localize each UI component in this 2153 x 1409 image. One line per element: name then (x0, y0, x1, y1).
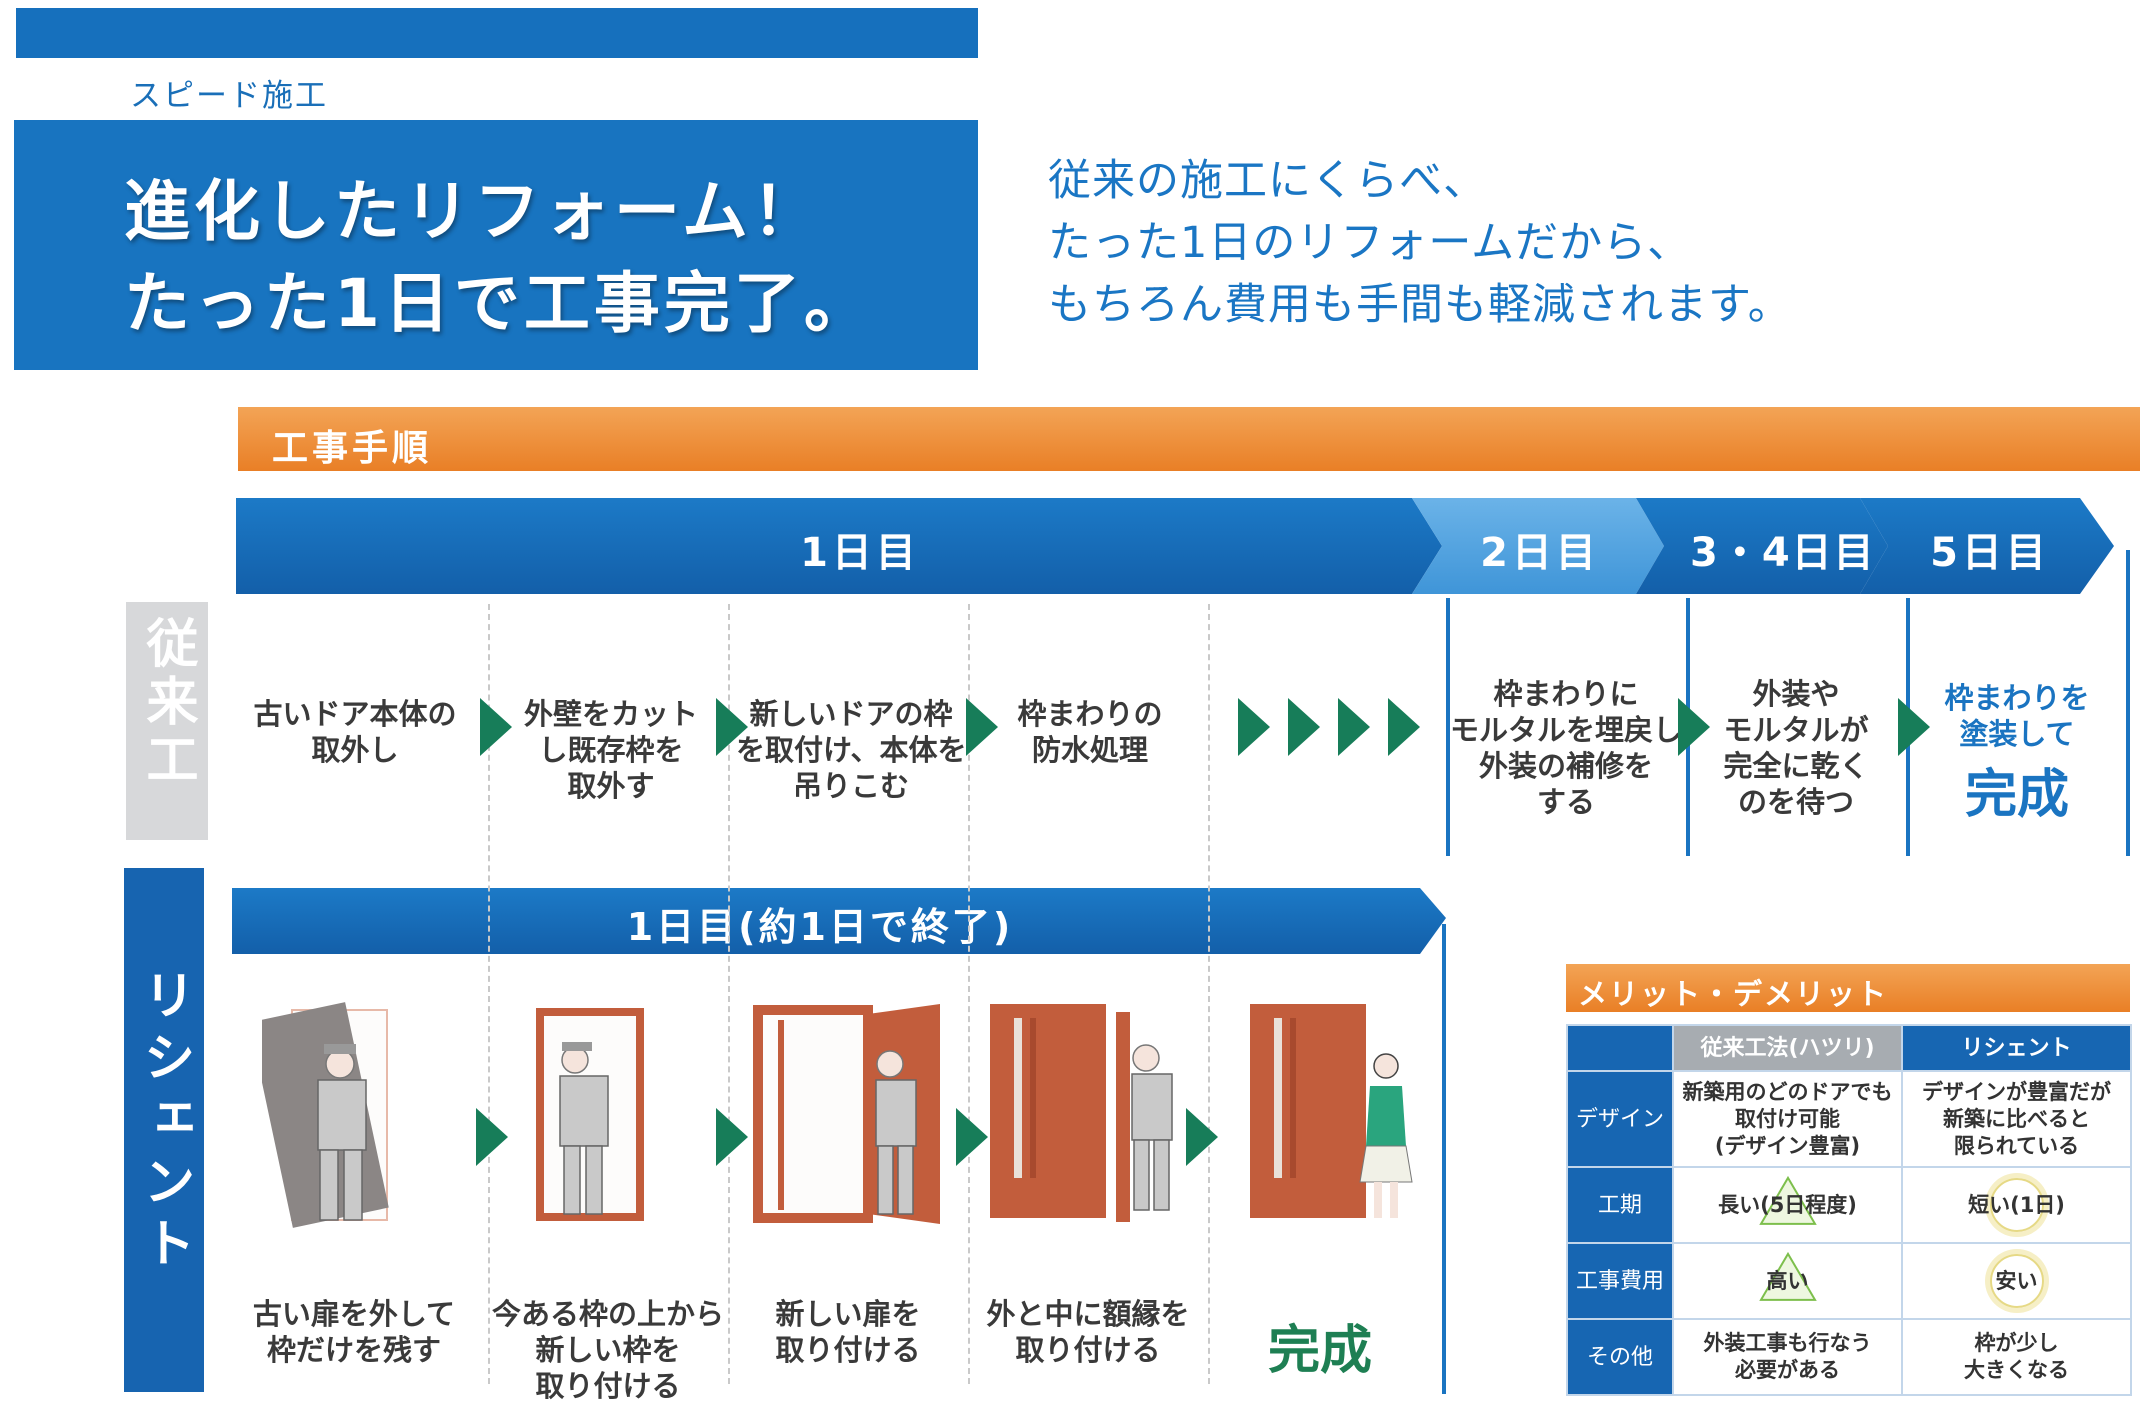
circle-mark-icon (1989, 1254, 2044, 1308)
column-divider (488, 604, 490, 1384)
conv-complete-label: 完成 (1964, 765, 2069, 825)
step-arrow-icon (716, 698, 748, 756)
table-row: その他 外装工事も行なう 必要がある 枠が少し 大きくなる (1566, 1318, 2132, 1396)
conv-step-2: 外壁をカット し既存枠を 取外す (523, 697, 698, 803)
recent-day-label: 1日目(約1日で終了) (626, 905, 1014, 949)
headline-line-1: 進化したリフォーム！ (124, 173, 823, 250)
recent-end-line (1442, 924, 1446, 1394)
recent-step-3: 新しい扉を 取り付ける (775, 1297, 921, 1367)
triangle-mark-icon (1758, 1175, 1817, 1225)
conv-step-3: 新しいドアの枠 を取付け、本体を 吊りこむ (736, 697, 967, 803)
cell-rec-design: デザインが豊富だが 新築に比べると 限られている (1901, 1070, 2132, 1168)
step-arrow-icon (1388, 698, 1420, 756)
intro-line-3: もちろん費用も手間も軽減されます。 (1048, 280, 1792, 330)
recent-step-1: 古い扉を外して 枠だけを残す (252, 1297, 456, 1367)
step-arrow-icon (476, 1108, 508, 1166)
day5-label: 5日目 (1930, 530, 2050, 576)
day5-arrow (1860, 498, 2114, 594)
merit-demerit-header: メリット・デメリット (1566, 964, 2130, 1012)
install-trim-illustration-icon (990, 1004, 1173, 1222)
merit-demerit-table: 従来工法(ハツリ) リシェント デザイン 新築用のどのドアでも 取付け可能 (デ… (1566, 1024, 2132, 1396)
cell-rec-other: 枠が少し 大きくなる (1901, 1318, 2132, 1396)
cell-rec-cost: 安い (1901, 1242, 2132, 1320)
process-header-bar: 工事手順 (238, 407, 2140, 471)
step-arrow-icon (1238, 698, 1270, 756)
cell-conv-other: 外装工事も行なう 必要がある (1672, 1318, 1903, 1396)
conv-step-6: 外装や モルタルが 完全に乾く のを待つ (1723, 677, 1869, 819)
cell-conv-cost: 高い (1672, 1242, 1903, 1320)
recent-step-4: 外と中に額縁を 取り付ける (986, 1297, 1190, 1367)
column-divider (1208, 604, 1210, 1384)
conv-step-4: 枠まわりの 防水処理 (1017, 697, 1163, 767)
conventional-method-label: 従来工法 (55, 602, 208, 840)
step-arrow-icon (1186, 1108, 1218, 1166)
recent-step-2: 今ある枠の上から 新しい枠を 取り付ける (491, 1297, 724, 1403)
table-row: 工期 長い(5日程度) 短い(1日) (1566, 1166, 2132, 1244)
cell-conv-period: 長い(5日程度) (1672, 1166, 1903, 1244)
row-header-other: その他 (1566, 1318, 1674, 1396)
step-arrow-icon (480, 698, 512, 756)
table-corner (1566, 1024, 1674, 1072)
column-divider (968, 604, 970, 1384)
conv-step-5: 枠まわりに モルタルを埋戻し 外装の補修を する (1449, 677, 1682, 819)
intro-line-2: たった1日のリフォームだから、 (1048, 218, 1692, 268)
step-arrow-icon (1898, 698, 1930, 756)
recent-complete-label: 完成 (1268, 1321, 1373, 1381)
column-divider (728, 604, 730, 1384)
intro-text: 従来の施工にくらべ、 たった1日のリフォームだから、 もちろん費用も手間も軽減さ… (1048, 150, 1792, 336)
day1-label: 1日目 (800, 530, 920, 576)
column-header-conventional: 従来工法(ハツリ) (1672, 1024, 1903, 1072)
step-arrow-icon (966, 698, 998, 756)
column-header-recent: リシェント (1901, 1024, 2132, 1072)
cell-rec-period: 短い(1日) (1901, 1166, 2132, 1244)
day1-arrow (236, 498, 1442, 594)
remove-old-door-illustration-icon (262, 1002, 389, 1228)
conv-step-7: 枠まわりを 塗装して (1944, 681, 2090, 751)
recent-method-label: リシェント (124, 868, 204, 1392)
day2-label: 2日目 (1480, 530, 1600, 576)
process-title: 工事手順 (272, 428, 433, 469)
step-arrow-icon (716, 1108, 748, 1166)
step-arrow-icon (956, 1108, 988, 1166)
intro-line-1: 従来の施工にくらべ、 (1048, 156, 1488, 206)
row-header-cost: 工事費用 (1566, 1242, 1674, 1320)
step-arrow-icon (1338, 698, 1370, 756)
completed-door-illustration-icon (1250, 1004, 1413, 1218)
table-row: デザイン 新築用のどのドアでも 取付け可能 (デザイン豊富) デザインが豊富だが… (1566, 1070, 2132, 1168)
speed-construction-label: スピード施工 (130, 78, 328, 114)
cell-conv-design: 新築用のどのドアでも 取付け可能 (デザイン豊富) (1672, 1070, 1903, 1168)
triangle-mark-icon (1758, 1251, 1817, 1301)
day34-label: 3・4日目 (1690, 530, 1876, 576)
day34-arrow (1636, 498, 1888, 594)
step-arrow-icon (1288, 698, 1320, 756)
row-header-design: デザイン (1566, 1070, 1674, 1168)
day-divider-line (1446, 598, 1450, 856)
day2-arrow (1412, 498, 1664, 594)
table-row: 工事費用 高い 安い (1566, 1242, 2132, 1320)
headline-box: 進化したリフォーム！ たった1日で工事完了。 (14, 120, 978, 370)
install-new-door-illustration-icon (753, 1004, 940, 1224)
recent-day-arrow (232, 888, 1446, 954)
top-banner-bar (16, 8, 978, 58)
row-header-period: 工期 (1566, 1166, 1674, 1244)
conv-step-1: 古いドア本体の 取外し (253, 697, 457, 767)
headline-line-2: たった1日で工事完了。 (124, 265, 874, 342)
step-arrow-icon (1678, 698, 1710, 756)
day-divider-line (2126, 550, 2130, 856)
circle-mark-icon (1989, 1178, 2044, 1232)
install-new-frame-illustration-icon (536, 1008, 644, 1221)
